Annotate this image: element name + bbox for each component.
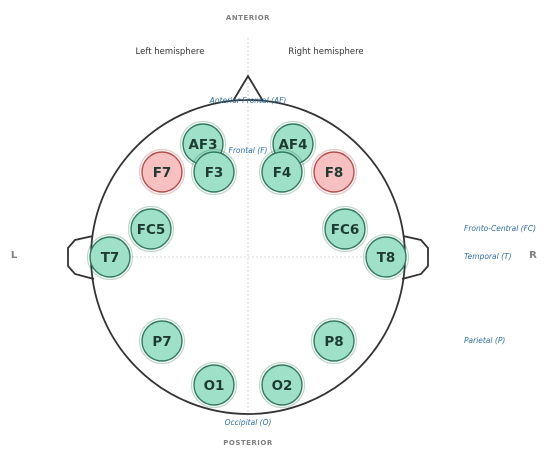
electrode-label: O2 bbox=[272, 378, 293, 394]
electrode-circle bbox=[141, 320, 183, 362]
electrode-halo bbox=[258, 148, 306, 196]
electrode-label: F8 bbox=[325, 165, 344, 181]
electrode-halo bbox=[321, 205, 369, 253]
electrode-o1[interactable]: O1 bbox=[190, 361, 238, 409]
electrode-label: FC6 bbox=[331, 222, 360, 238]
electrode-halo bbox=[138, 148, 186, 196]
electrode-p8[interactable]: P8 bbox=[310, 317, 358, 365]
region-label-af: Anterior Frontal (AF) bbox=[209, 96, 287, 105]
electrode-t7[interactable]: T7 bbox=[86, 233, 134, 281]
electrode-circle bbox=[261, 364, 303, 406]
electrode-halo bbox=[190, 361, 238, 409]
anterior-label: ANTERIOR bbox=[226, 14, 270, 22]
left-side-label: L bbox=[11, 250, 18, 261]
electrode-t8[interactable]: T8 bbox=[362, 233, 410, 281]
electrode-label: FC5 bbox=[137, 222, 166, 238]
electrode-f8[interactable]: F8 bbox=[310, 148, 358, 196]
electrode-label: AF3 bbox=[188, 137, 217, 153]
electrode-label: P8 bbox=[324, 334, 343, 350]
electrode-halo bbox=[190, 148, 238, 196]
electrode-circle bbox=[193, 151, 235, 193]
electrode-halo bbox=[127, 205, 175, 253]
electrode-label: P7 bbox=[152, 334, 171, 350]
electrode-label: F4 bbox=[273, 165, 292, 181]
electrode-label: O1 bbox=[204, 378, 225, 394]
electrode-label: T7 bbox=[101, 250, 120, 266]
electrode-halo bbox=[138, 317, 186, 365]
nose-icon bbox=[232, 74, 264, 102]
electrode-halo bbox=[362, 233, 410, 281]
electrode-halo bbox=[310, 148, 358, 196]
electrode-label: T8 bbox=[377, 250, 396, 266]
electrode-f4[interactable]: F4 bbox=[258, 148, 306, 196]
electrode-p7[interactable]: P7 bbox=[138, 317, 186, 365]
right-side-label: R bbox=[529, 250, 537, 261]
electrode-f3[interactable]: F3 bbox=[190, 148, 238, 196]
electrode-o2[interactable]: O2 bbox=[258, 361, 306, 409]
electrode-halo bbox=[310, 317, 358, 365]
electrode-f7[interactable]: F7 bbox=[138, 148, 186, 196]
electrode-circle bbox=[130, 208, 172, 250]
electrode-circle bbox=[89, 236, 131, 278]
left-hemisphere-label: Left hemisphere bbox=[136, 47, 205, 57]
electrode-halo bbox=[258, 361, 306, 409]
region-label-t: Temporal (T) bbox=[464, 252, 512, 261]
right-hemisphere-label: Right hemisphere bbox=[288, 47, 363, 57]
electrode-label: AF4 bbox=[278, 137, 307, 153]
electrode-halo bbox=[86, 233, 134, 281]
posterior-label: POSTERIOR bbox=[223, 439, 273, 447]
region-label-f: Frontal (F) bbox=[229, 146, 268, 155]
electrode-circle bbox=[313, 320, 355, 362]
electrode-circle bbox=[365, 236, 407, 278]
electrode-fc6[interactable]: FC6 bbox=[321, 205, 369, 253]
electrode-circle bbox=[313, 151, 355, 193]
electrode-circle bbox=[141, 151, 183, 193]
electrode-circle bbox=[261, 151, 303, 193]
electrode-circle bbox=[193, 364, 235, 406]
region-label-p: Parietal (P) bbox=[464, 336, 505, 345]
region-label-fc: Fronto-Central (FC) bbox=[464, 224, 536, 233]
region-label-o: Occipital (O) bbox=[225, 418, 272, 427]
electrode-circle bbox=[324, 208, 366, 250]
right-ear-icon bbox=[401, 235, 429, 280]
electrode-fc5[interactable]: FC5 bbox=[127, 205, 175, 253]
left-ear-icon bbox=[67, 235, 95, 280]
electrode-label: F3 bbox=[205, 165, 224, 181]
electrode-label: F7 bbox=[153, 165, 172, 181]
